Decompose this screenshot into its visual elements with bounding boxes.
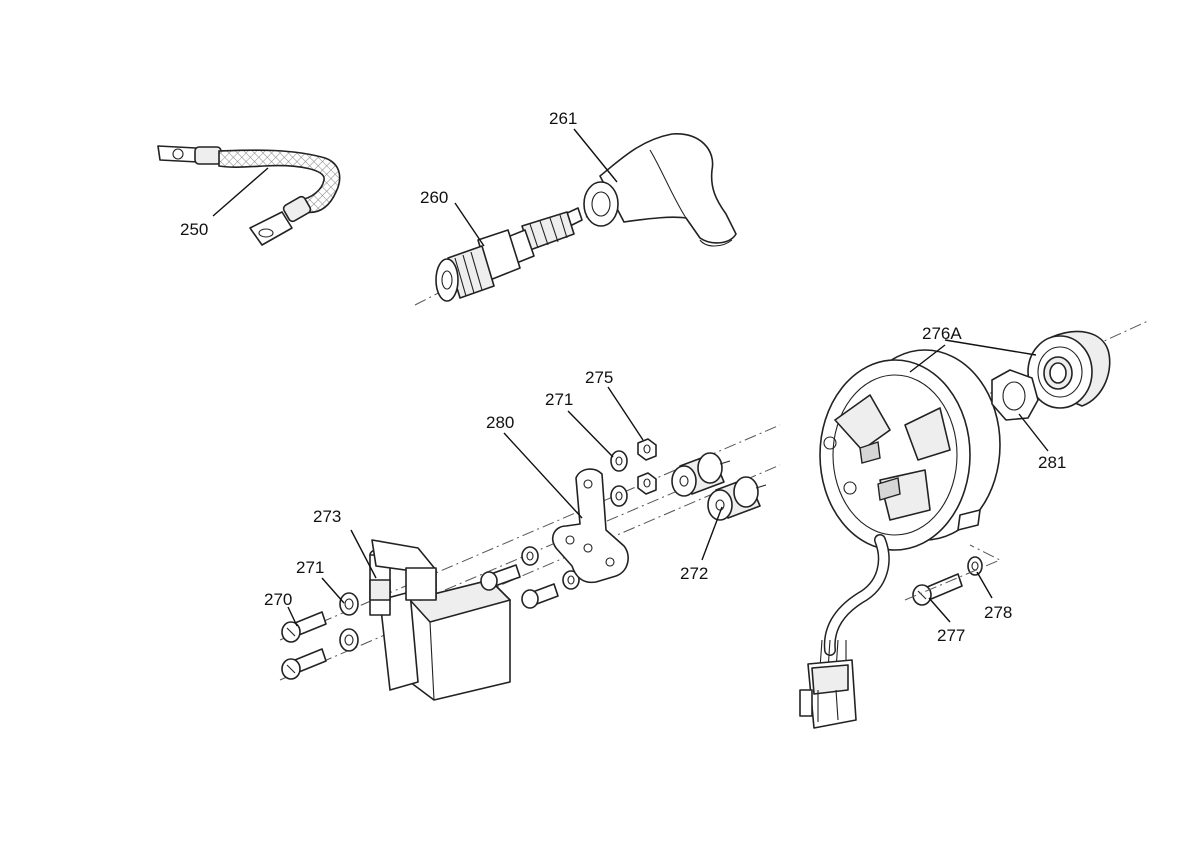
bolt-277 xyxy=(912,573,963,606)
bolt-mid-lower xyxy=(521,583,559,609)
bolt-270-lower xyxy=(281,648,327,680)
washer-271-left-lower xyxy=(339,628,359,652)
rubber-mount-lower xyxy=(707,476,767,521)
label-260: 260 xyxy=(420,188,448,207)
ground-strap xyxy=(157,145,341,246)
stator-assembly xyxy=(819,349,1001,551)
bracket xyxy=(551,468,629,584)
label-280: 280 xyxy=(486,413,514,432)
label-277: 277 xyxy=(937,626,965,645)
washer-mid-lower xyxy=(562,570,580,590)
ignition-coil xyxy=(369,539,511,701)
bolt-270-upper xyxy=(281,611,327,643)
spark-plug-cap xyxy=(583,133,737,247)
label-250: 250 xyxy=(180,220,208,239)
leader-lines xyxy=(212,128,1049,627)
nut-275-lower xyxy=(637,472,657,495)
label-271-right: 271 xyxy=(545,390,573,409)
washer-mid-upper xyxy=(521,546,539,566)
label-281: 281 xyxy=(1038,453,1066,472)
label-270: 270 xyxy=(264,590,292,609)
bolt-mid-upper xyxy=(480,564,521,591)
label-271-left: 271 xyxy=(296,558,324,577)
rubber-mount-upper xyxy=(671,452,731,497)
label-278: 278 xyxy=(984,603,1012,622)
washer-271-right-upper xyxy=(610,450,628,472)
nut-275-upper xyxy=(637,438,657,461)
label-275: 275 xyxy=(585,368,613,387)
label-273: 273 xyxy=(313,507,341,526)
washer-271-right-lower xyxy=(610,485,628,507)
wiring-harness xyxy=(819,534,890,671)
spark-plug xyxy=(414,207,601,306)
label-276a: 276A xyxy=(922,324,962,343)
bearing xyxy=(1027,330,1111,409)
hex-nut xyxy=(991,369,1039,421)
electrical-connector xyxy=(799,659,857,729)
label-272: 272 xyxy=(680,564,708,583)
washer-271-left-upper xyxy=(339,592,359,616)
label-261: 261 xyxy=(549,109,577,128)
